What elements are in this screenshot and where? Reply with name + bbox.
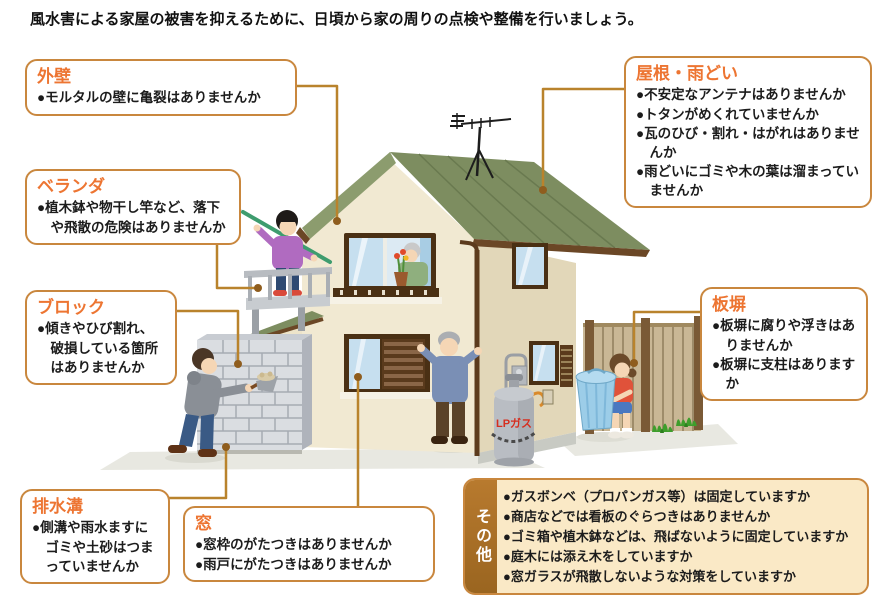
checklist-item: ●ゴミ箱や植木鉢などは、飛ばないように固定していますか xyxy=(503,528,849,544)
callout-title: 板塀 xyxy=(712,295,746,314)
leader-line-veranda xyxy=(215,243,256,290)
girl-with-trashcan-figure xyxy=(575,353,637,439)
other-body: ●ガスボンベ（プロパンガス等）は固定していますか ●商店などでは看板のぐらつきは… xyxy=(497,480,867,593)
callout-other: その他 ●ガスボンベ（プロパンガス等）は固定していますか ●商店などでは看板のぐ… xyxy=(463,478,869,596)
second-floor-window xyxy=(330,233,442,304)
leader-line-yane xyxy=(541,87,624,188)
gas-chain xyxy=(491,430,537,443)
callout-title: 外壁 xyxy=(37,67,71,86)
callout-title: ブロック xyxy=(37,298,105,317)
callout-drainage: 排水溝 ●側溝や雨水ますにゴミや土砂はつまっていませんか xyxy=(20,489,170,584)
grass xyxy=(652,417,697,433)
checklist-item: ●瓦のひび・割れ・はがれはありませんか xyxy=(636,125,860,160)
checklist-item: ●傾きやひび割れ、破損している箇所はありませんか xyxy=(37,321,159,375)
checklist-item: ●雨戸にがたつきはありませんか xyxy=(195,556,392,572)
roof xyxy=(296,152,650,257)
leader-line-itabei xyxy=(632,310,700,361)
woman-with-pole-figure xyxy=(234,199,332,296)
checklist-item: ●板塀に腐りや浮きはありませんか xyxy=(712,318,856,353)
checklist-item: ●窓ガラスが飛散しないような対策をしていますか xyxy=(503,568,796,584)
leader-line-block xyxy=(166,309,240,362)
first-floor-shutter-window xyxy=(340,334,434,399)
balcony xyxy=(234,199,332,347)
callout-roof-gutter: 屋根・雨どい ●不安定なアンテナはありませんか ●トタンがめくれていませんか ●… xyxy=(624,56,872,209)
elderly-man-figure xyxy=(417,331,482,444)
side-window-upper xyxy=(512,243,548,289)
lp-gas-cylinder: LPガス xyxy=(491,353,554,467)
tv-antenna-icon xyxy=(450,113,512,181)
callout-board-fence: 板塀 ●板塀に腐りや浮きはありませんか ●板塀に支柱はありますか xyxy=(700,287,868,402)
checklist-item: ●モルタルの壁に亀裂はありませんか xyxy=(37,90,261,106)
lp-gas-label: LPガス xyxy=(496,416,532,430)
callout-veranda: ベランダ ●植木鉢や物干し竿など、落下や飛散の危険はありませんか xyxy=(25,169,241,245)
checklist-item: ●窓枠のがたつきはありませんか xyxy=(195,537,392,553)
callout-window: 窓 ●窓枠のがたつきはありませんか ●雨戸にがたつきはありませんか xyxy=(183,506,435,582)
callout-title: 屋根・雨どい xyxy=(636,64,738,83)
elderly-woman-figure xyxy=(394,242,428,286)
callout-title: 窓 xyxy=(195,514,212,533)
checklist-item: ●庭木には添え木をしていますか xyxy=(503,548,693,564)
checklist-item: ●雨どいにゴミや木の葉は溜まっていませんか xyxy=(636,164,859,199)
leader-line-haisuikou xyxy=(163,449,228,500)
callout-title: ベランダ xyxy=(37,177,105,196)
checklist-item: ●トタンがめくれていませんか xyxy=(636,106,819,122)
leader-line-gaiheki xyxy=(297,84,339,219)
mason-figure xyxy=(168,348,278,457)
callout-block-wall: ブロック ●傾きやひび割れ、破損している箇所はありませんか xyxy=(25,290,177,385)
leader-lines xyxy=(163,84,700,506)
side-window-lower xyxy=(529,341,573,387)
other-tab-label: その他 xyxy=(465,480,497,594)
callout-exterior-wall: 外壁 ●モルタルの壁に亀裂はありませんか xyxy=(25,59,297,116)
intro-text: 風水害による家屋の被害を抑えるために、日頃から家の周りの点検や整備を行いましょう… xyxy=(30,11,643,28)
checklist-item: ●側溝や雨水ますにゴミや土砂はつまっていませんか xyxy=(32,520,154,574)
checklist-item: ●植木鉢や物干し竿など、落下や飛散の危険はありませんか xyxy=(37,200,226,235)
checklist-item: ●ガスボンベ（プロパンガス等）は固定していますか xyxy=(503,489,811,504)
callout-title: 排水溝 xyxy=(32,497,83,516)
checklist-item: ●商店などでは看板のぐらつきはありませんか xyxy=(503,508,771,524)
leader-dots xyxy=(222,186,638,451)
trash-can xyxy=(575,368,617,431)
checklist-item: ●不安定なアンテナはありませんか xyxy=(636,87,846,103)
window-flower-rail xyxy=(333,288,439,298)
checklist-item: ●板塀に支柱はありますか xyxy=(712,356,856,391)
